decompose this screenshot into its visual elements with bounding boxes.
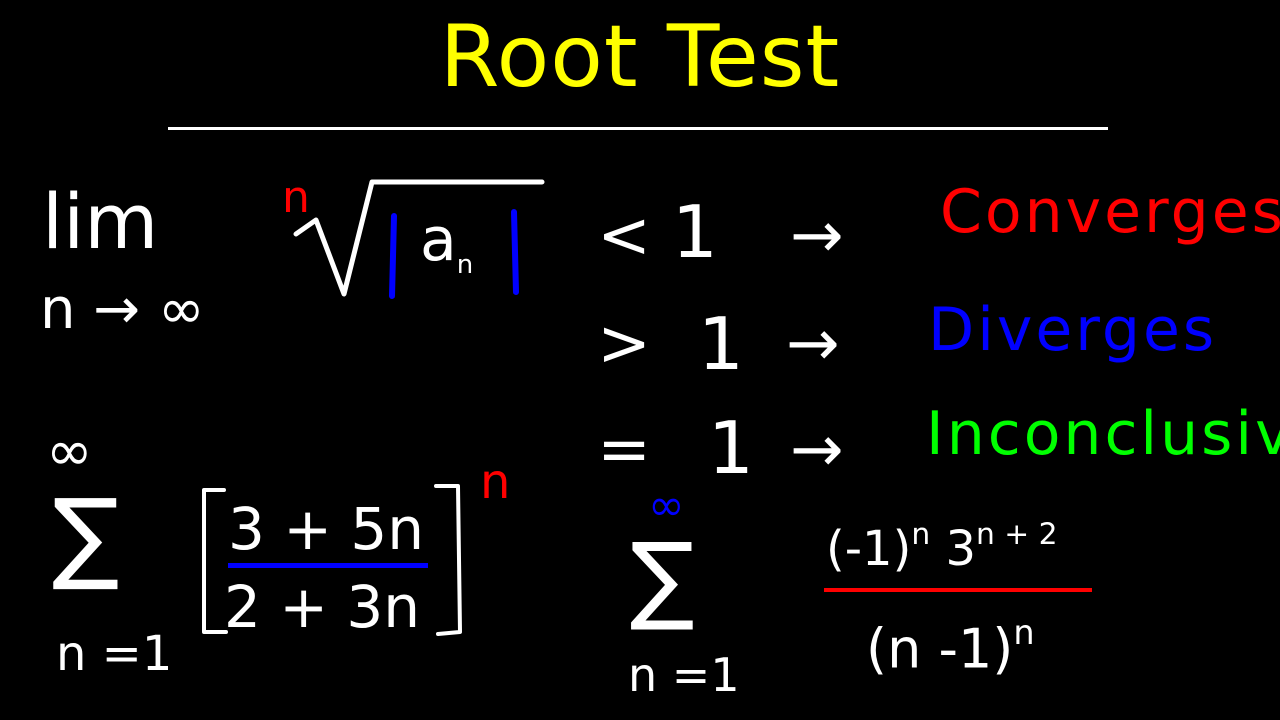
example2-fraction-bar — [824, 588, 1092, 592]
example1-numerator: 3 + 5n — [228, 495, 425, 563]
title-underline — [168, 127, 1108, 130]
example1-lower-limit: n =1 — [56, 626, 173, 682]
example1-upper-limit: ∞ — [46, 419, 93, 484]
result-inconclusive: Inconclusive — [926, 399, 1280, 469]
result-converges: Converges — [940, 177, 1280, 247]
example1-exponent: n — [480, 454, 511, 510]
limit-word: lim — [42, 177, 159, 266]
example2-numerator-base2: 3 — [945, 520, 976, 577]
example2-numerator-exp2: n + 2 — [975, 517, 1058, 552]
example2-upper-limit: ∞ — [648, 480, 685, 531]
root-index: n — [282, 172, 310, 223]
sequence-term: an — [420, 210, 473, 278]
example2-denominator: (n -1)n — [866, 616, 1035, 676]
example1-denominator: 2 + 3n — [224, 573, 421, 641]
example2-sigma-icon: ∑ — [630, 522, 695, 634]
arrow-right-icon: → — [786, 307, 840, 381]
example2-denominator-base: (n -1) — [866, 617, 1014, 681]
sequence-term-index: n — [456, 250, 474, 280]
example2-numerator-exp1: n — [911, 517, 931, 552]
condition-greater-value: 1 — [698, 302, 744, 386]
sequence-term-base: a — [420, 205, 457, 275]
limit-subscript: n → ∞ — [40, 277, 205, 342]
condition-equal-symbol: = — [597, 413, 651, 487]
arrow-right-icon: → — [790, 413, 844, 487]
example1-sigma-icon: ∑ — [52, 477, 120, 594]
condition-equal-value: 1 — [708, 406, 754, 490]
result-diverges: Diverges — [928, 295, 1218, 365]
condition-less-symbol: < — [597, 199, 651, 273]
condition-greater-symbol: > — [597, 307, 651, 381]
example1-fraction-bar — [228, 563, 428, 568]
condition-less-value: 1 — [672, 190, 718, 274]
example2-denominator-exp: n — [1013, 613, 1035, 652]
radical-sign — [293, 179, 545, 299]
example2-numerator: (-1)n 3n + 2 — [826, 520, 1058, 573]
example2-numerator-base1: (-1) — [826, 520, 912, 577]
example1-brackets — [202, 484, 462, 636]
example2-lower-limit: n =1 — [628, 648, 740, 702]
page-title: Root Test — [439, 7, 841, 107]
arrow-right-icon: → — [790, 199, 844, 273]
